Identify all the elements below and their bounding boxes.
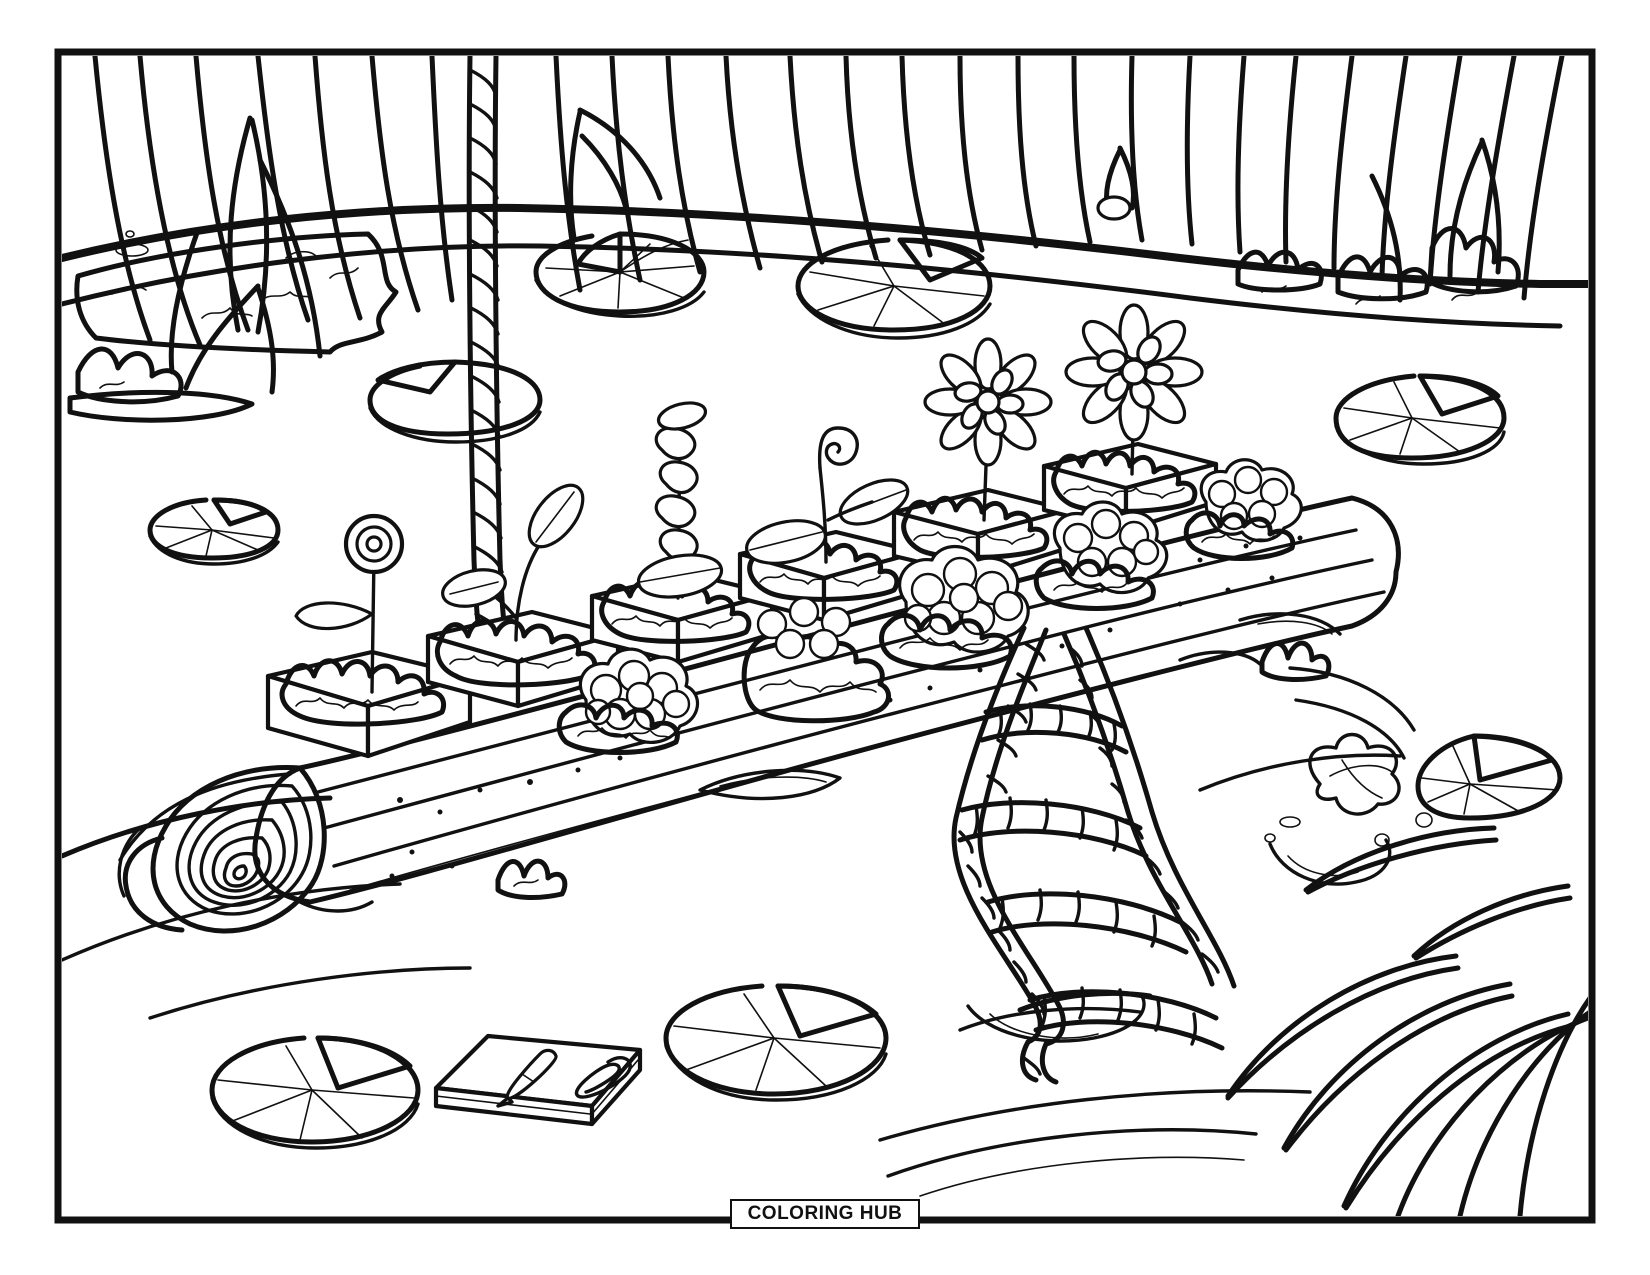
rope-ladder[interactable] xyxy=(951,625,1237,1085)
planter-6[interactable] xyxy=(1041,303,1219,533)
lily-pad-mid-left[interactable] xyxy=(147,497,281,566)
log-end-rings xyxy=(117,765,374,934)
planter-4[interactable] xyxy=(737,426,921,623)
watermark-badge: COLORING HUB xyxy=(730,1199,920,1229)
planter-2-sprout xyxy=(441,483,585,642)
hanging-rope xyxy=(466,56,511,651)
lily-pads xyxy=(147,231,1563,1150)
marsh-grass-right xyxy=(1225,825,1588,1216)
berry-cluster-center xyxy=(879,545,1030,671)
watermark-label: COLORING HUB xyxy=(747,1203,903,1224)
foliage-mound-center xyxy=(741,596,891,724)
berry-cluster-left xyxy=(556,647,700,755)
planter-1[interactable] xyxy=(265,513,473,759)
planter-5-daisy xyxy=(923,337,1053,522)
berry-cluster-right xyxy=(1033,500,1169,611)
sketchbook[interactable] xyxy=(433,1033,643,1127)
planter-2-shrub xyxy=(434,618,598,688)
pond-bank xyxy=(62,203,1588,423)
planter-4-fiddlehead xyxy=(745,426,910,565)
log-grass-tuft xyxy=(495,858,568,900)
lily-pad-bottom-center[interactable] xyxy=(663,983,889,1102)
berry-cluster-far-right xyxy=(1183,458,1303,561)
planter-2[interactable] xyxy=(425,476,621,709)
planter-1-shrub xyxy=(279,658,446,727)
lily-pad-far-right[interactable] xyxy=(1415,733,1563,821)
scene-contents xyxy=(62,56,1588,1216)
lily-pad-bottom-left[interactable] xyxy=(209,1035,421,1150)
planter-1-flower xyxy=(294,513,405,694)
lily-pad-right[interactable] xyxy=(1333,373,1507,466)
reed-background xyxy=(92,56,1565,395)
log-grass-tuft-right xyxy=(1259,640,1332,682)
paperclip-icon xyxy=(574,1056,632,1099)
lily-pad-rope[interactable] xyxy=(367,359,543,444)
water-ripples-bottom xyxy=(886,1128,1258,1197)
log-foliage-front xyxy=(556,458,1303,755)
planter-6-daisy xyxy=(1064,303,1204,476)
pencil-icon xyxy=(496,1048,558,1108)
lily-pad-top-center[interactable] xyxy=(795,237,993,340)
lily-pad-top-left[interactable] xyxy=(533,231,707,318)
